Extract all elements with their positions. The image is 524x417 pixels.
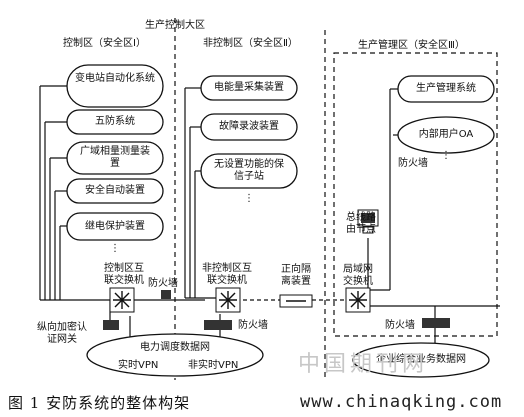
zone1-connectors bbox=[39, 85, 155, 342]
zone1-system-5: 继电保护装置 bbox=[85, 221, 145, 232]
zone1-system-1: 变电站自动化系统 bbox=[75, 73, 155, 84]
pill-shape-z1-1 bbox=[66, 64, 164, 108]
switch1-label: 控制区互联交换机 bbox=[104, 263, 144, 286]
switch2-icon bbox=[215, 287, 241, 313]
router-icon bbox=[357, 209, 379, 234]
figure-caption: 图 1 安防系统的整体构架 bbox=[8, 394, 191, 412]
firewall1-label: 防火墙 bbox=[148, 278, 178, 289]
zone2-system-1: 电能量采集装置 bbox=[214, 82, 284, 93]
firewall3-label: 防火墙 bbox=[385, 320, 415, 331]
zone1-system-3: 广域相量测量装置 bbox=[80, 146, 150, 169]
zone2-connectors bbox=[155, 87, 352, 342]
diagram-title: 生产控制大区 bbox=[145, 20, 205, 31]
zone3-system-2: 内部用户OA bbox=[418, 129, 474, 140]
switch-icons bbox=[109, 287, 371, 313]
realtime-vpn-label: 实时VPN bbox=[118, 360, 159, 371]
zone1-system-2: 五防系统 bbox=[95, 116, 135, 127]
switch1-icon bbox=[109, 287, 135, 313]
enterprise-network-label: 企业综合业务数据网 bbox=[376, 354, 466, 365]
switch2-label: 非控制区互联交换机 bbox=[202, 263, 252, 286]
zone2-system-2: 故障录波装置 bbox=[219, 121, 279, 132]
zone2-system-3: 无设置功能的保信子站 bbox=[214, 159, 284, 182]
zone1-system-4: 安全自动装置 bbox=[85, 185, 145, 196]
zone2-systems bbox=[200, 75, 298, 189]
watermark-url: www.chinaqking.com bbox=[300, 392, 503, 412]
zone3-box bbox=[333, 52, 498, 337]
nonrealtime-vpn-label: 非实时VPN bbox=[188, 360, 239, 371]
firewall2-label: 防火墙 bbox=[238, 320, 268, 331]
bus-router-label: 总线路由节点 bbox=[346, 212, 376, 235]
zone2-label: 非控制区（安全区Ⅱ） bbox=[203, 38, 298, 49]
firewall-icons bbox=[161, 290, 450, 330]
zone1-systems bbox=[66, 64, 164, 241]
zone3-connectors bbox=[360, 88, 500, 318]
dispatch-network-oval bbox=[86, 333, 264, 377]
isolator-label: 正向隔离装置 bbox=[281, 264, 311, 287]
zone3-wall-label: 防火墙 bbox=[398, 158, 428, 169]
switch3-label: 局域网交换机 bbox=[343, 264, 373, 287]
firewall3-icon bbox=[422, 318, 450, 328]
enterprise-network-oval bbox=[352, 342, 490, 378]
firewall2-icon bbox=[204, 320, 232, 330]
encryption-gateway-icon bbox=[103, 320, 119, 330]
switch3-icon bbox=[345, 287, 371, 313]
watermark-cn: 中国期刊网 bbox=[298, 352, 429, 377]
firewall1-icon bbox=[161, 290, 171, 299]
zone2-ellipsis: ⋮ bbox=[244, 193, 254, 204]
zone3-systems bbox=[397, 75, 495, 154]
zone3-label: 生产管理区（安全区Ⅲ） bbox=[358, 40, 465, 51]
dispatch-network-label: 电力调度数据网 bbox=[140, 342, 210, 353]
zone3-ellipsis: ⋮ bbox=[441, 150, 451, 161]
zone1-ellipsis: ⋮ bbox=[110, 243, 120, 254]
zone3-system-1: 生产管理系统 bbox=[416, 83, 476, 94]
zone1-label: 控制区（安全区Ⅰ） bbox=[63, 38, 146, 49]
encryption-gateway-label: 纵向加密认证网关 bbox=[37, 322, 87, 345]
